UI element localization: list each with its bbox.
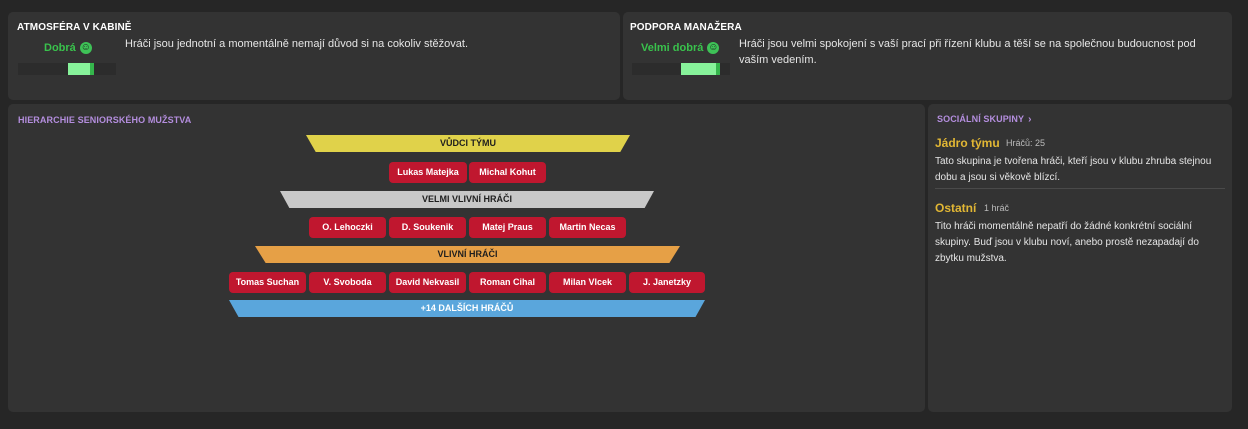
group-count: 1 hráč	[984, 203, 1010, 213]
social-groups-panel: SOCIÁLNÍ SKUPINY› Jádro týmu Hráčů: 25 T…	[928, 104, 1232, 412]
hierarchy-title: HIERARCHIE SENIORSKÉHO MUŽSTVA	[18, 115, 192, 125]
player-chip[interactable]: David Nekvasil	[389, 272, 466, 293]
manager-support-description: Hráči jsou velmi spokojení s vaší prací …	[739, 38, 1196, 66]
others-label: +14 DALŠÍCH HRÁČŮ	[420, 303, 514, 313]
manager-support-status-label: Velmi dobrá	[641, 42, 704, 54]
manager-support-meter	[632, 63, 730, 75]
influential-band: VLIVNÍ HRÁČI	[255, 246, 680, 263]
influential-label: VLIVNÍ HRÁČI	[437, 249, 498, 259]
player-chip[interactable]: Tomas Suchan	[229, 272, 306, 293]
group-name[interactable]: Ostatní	[935, 201, 977, 215]
highly-influential-label: VELMI VLIVNÍ HRÁČI	[421, 194, 512, 204]
player-chip[interactable]: O. Lehoczki	[309, 217, 386, 238]
others-band[interactable]: +14 DALŠÍCH HRÁČŮ	[229, 300, 705, 317]
hierarchy-panel: HIERARCHIE SENIORSKÉHO MUŽSTVA VŮDCI TÝM…	[8, 104, 925, 412]
manager-support-status: Velmi dobrá ☺	[641, 42, 720, 54]
leaders-band: VŮDCI TÝMU	[306, 135, 630, 152]
manager-support-panel: PODPORA MANAŽERA Velmi dobrá ☺ Hráči jso…	[623, 12, 1232, 100]
player-chip[interactable]: Lukas Matejka	[389, 162, 467, 183]
manager-support-title: PODPORA MANAŽERA	[630, 22, 742, 33]
social-groups-title: SOCIÁLNÍ SKUPINY	[937, 114, 1025, 124]
player-chip[interactable]: D. Soukenik	[389, 217, 466, 238]
player-chip[interactable]: Roman Cihal	[469, 272, 546, 293]
group-count: Hráčů: 25	[1006, 138, 1046, 148]
player-chip[interactable]: Martin Necas	[549, 217, 626, 238]
group-description: Tito hráči momentálně nepatří do žádné k…	[935, 221, 1199, 264]
player-chip[interactable]: Michal Kohut	[469, 162, 546, 183]
player-chip[interactable]: Matej Praus	[469, 217, 546, 238]
social-groups-link[interactable]: SOCIÁLNÍ SKUPINY›	[937, 114, 1032, 125]
atmosphere-status-label: Dobrá	[44, 42, 76, 54]
chevron-right-icon: ›	[1028, 114, 1032, 125]
atmosphere-panel: ATMOSFÉRA V KABINĚ Dobrá ☺ Hráči jsou je…	[8, 12, 620, 100]
group-name[interactable]: Jádro týmu	[935, 136, 1000, 150]
atmosphere-description: Hráči jsou jednotní a momentálně nemají …	[125, 38, 469, 50]
group-description: Tato skupina je tvořena hráči, kteří jso…	[935, 156, 1212, 183]
smiley-icon: ☺	[79, 42, 92, 54]
player-chip[interactable]: Milan Vlcek	[549, 272, 626, 293]
atmosphere-meter	[18, 63, 116, 75]
smiley-icon: ☺	[707, 42, 720, 54]
player-chip[interactable]: V. Svoboda	[309, 272, 386, 293]
leaders-label: VŮDCI TÝMU	[440, 138, 496, 148]
atmosphere-title: ATMOSFÉRA V KABINĚ	[17, 22, 132, 33]
highly-influential-band: VELMI VLIVNÍ HRÁČI	[280, 191, 654, 208]
atmosphere-status: Dobrá ☺	[44, 42, 92, 54]
player-chip[interactable]: J. Janetzky	[629, 272, 705, 293]
group-divider	[935, 188, 1225, 189]
